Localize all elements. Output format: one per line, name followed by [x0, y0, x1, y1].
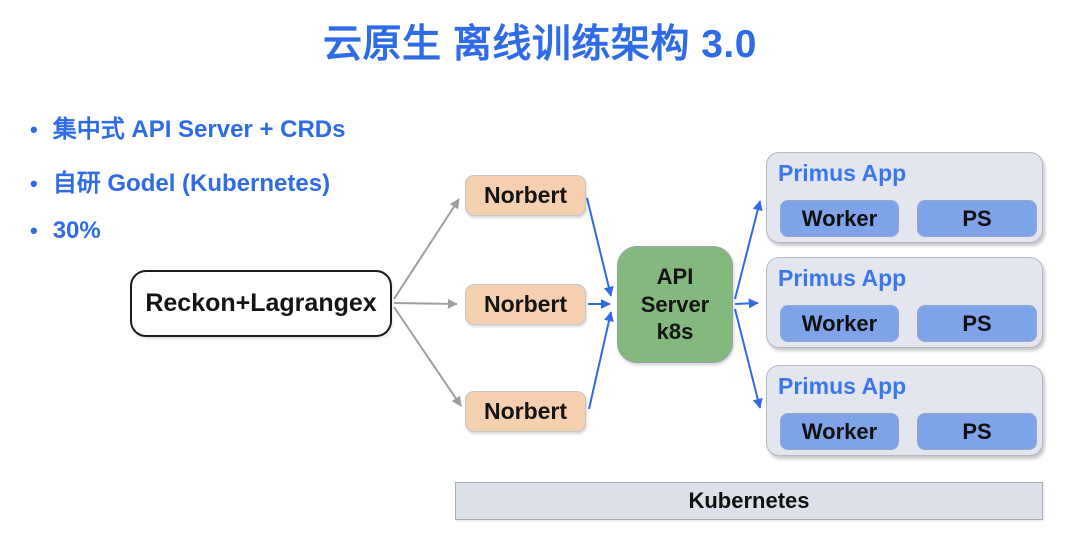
worker-node: Worker	[780, 413, 899, 450]
node-api-server-k8s: API Server k8s	[617, 246, 733, 363]
arrow-norbert-1-to-apiserver	[586, 197, 614, 297]
arrow-reckon-to-norbert-3	[393, 306, 462, 407]
primus-app-label: Primus App	[778, 265, 907, 291]
node-reckon-lagrangex: Reckon+Lagrangex	[130, 270, 392, 337]
ps-node: PS	[917, 305, 1037, 342]
node-norbert-2: Norbert	[465, 284, 586, 325]
ps-node: PS	[917, 413, 1037, 450]
node-norbert-1: Norbert	[465, 175, 586, 216]
primus-app-group-3: Primus App Worker PS	[766, 365, 1043, 456]
bullet-list: 集中式 API Server + CRDs 自研 Godel (Kubernet…	[30, 109, 346, 264]
worker-node: Worker	[780, 200, 899, 237]
bullet-item-30-percent: 30%	[30, 217, 345, 245]
bullet-item-api-server-crds: 集中式 API Server + CRDs	[30, 109, 346, 144]
slide-title: 云原生 离线训练架构 3.0	[323, 23, 757, 66]
arrow-apiserver-to-primus-2	[734, 298, 759, 309]
bullet-item-godel-kubernetes: 自研 Godel (Kubernetes)	[30, 163, 345, 198]
arrow-apiserver-to-primus-3	[734, 308, 763, 409]
arrow-apiserver-to-primus-1	[734, 200, 763, 300]
node-norbert-3: Norbert	[465, 391, 586, 432]
arrow-norbert-3-to-apiserver	[588, 311, 614, 410]
primus-app-label: Primus App	[778, 373, 907, 399]
primus-app-label: Primus App	[778, 160, 907, 186]
ps-node: PS	[917, 200, 1037, 237]
arrow-reckon-to-norbert-1	[393, 198, 460, 300]
primus-app-group-2: Primus App Worker PS	[766, 257, 1043, 348]
kubernetes-bar: Kubernetes	[455, 482, 1043, 520]
arrow-reckon-to-norbert-2	[393, 298, 458, 309]
primus-app-group-1: Primus App Worker PS	[766, 152, 1043, 243]
worker-node: Worker	[780, 305, 899, 342]
